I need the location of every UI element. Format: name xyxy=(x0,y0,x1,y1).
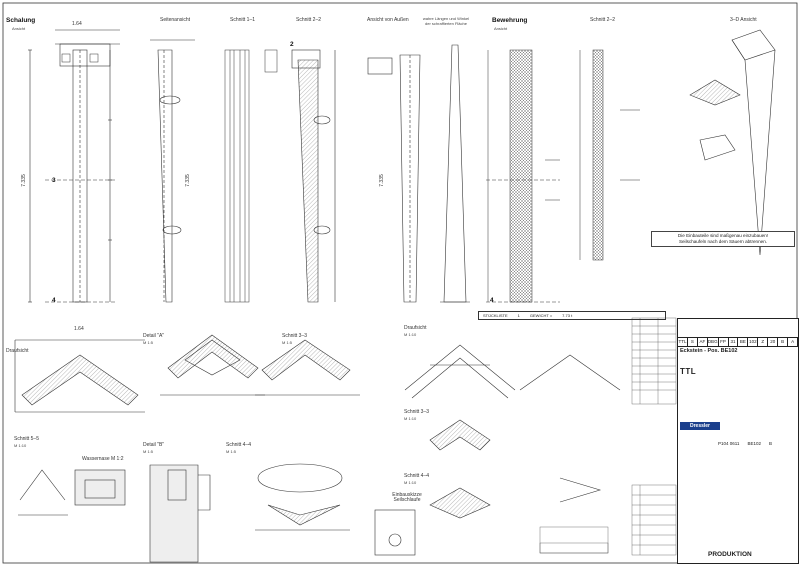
cell: BE xyxy=(738,338,749,346)
schnitt-1-1-view xyxy=(224,49,278,303)
schalung-heading: Schalung xyxy=(6,17,36,24)
company-logo: Dressler xyxy=(680,422,720,430)
detail-b-view xyxy=(149,464,211,563)
stueckliste-bar: STÜCKLISTE 1 GEWICHT = 7.73 t xyxy=(478,311,666,320)
detail-b-label: Detail "B" xyxy=(143,442,165,448)
pos-table xyxy=(539,317,677,556)
dim-164-top: 1.64 xyxy=(72,21,82,27)
schnitt-4-4-view xyxy=(255,463,350,531)
schnitt-3-3-right-label: Schnitt 3–3 xyxy=(404,409,430,415)
draufsicht-right-scale: M 1:10 xyxy=(404,332,417,337)
plan-number: P104 0611 xyxy=(718,441,740,446)
cell: Z xyxy=(758,338,769,346)
installation-note-line2: Seilschaufeln nach dem Säuern abtrennen. xyxy=(678,239,768,244)
schnitt-4-4-label: Schnitt 4–4 xyxy=(226,442,252,448)
ansicht-aussen-view xyxy=(367,54,421,303)
3d-view xyxy=(689,29,776,256)
wahre-laengen-view xyxy=(440,44,470,303)
schalung-ansicht-label: Ansicht xyxy=(12,26,26,31)
bewehrung-heading: Bewehrung xyxy=(492,17,528,24)
schnitt-4-4-scale: M 1:5 xyxy=(226,449,237,454)
produktion-stamp: PRODUKTION xyxy=(708,551,752,558)
schnitt-5-5-view xyxy=(18,469,126,516)
schnitt-3-3-scale: M 1:5 xyxy=(282,340,293,345)
schnitt-2-2-view xyxy=(291,49,336,303)
dim-164-draufsicht: 1.64 xyxy=(74,326,84,332)
schnitt-2-2-rebar-view xyxy=(579,49,640,261)
draufsicht-right-label: Draufsicht xyxy=(404,325,427,331)
schnitt-5-5-label: Schnitt 5–5 xyxy=(14,436,40,442)
schnitt-2-2-heading: Schnitt 2–2 xyxy=(296,17,322,23)
schalung-top-detail xyxy=(55,29,120,63)
revision-index: B xyxy=(768,441,772,446)
wassernase-label: Wassernase M 1:2 xyxy=(82,456,124,462)
company-name: TTL xyxy=(680,367,697,376)
draufsicht-right-view xyxy=(404,344,621,399)
detail-a-view xyxy=(160,334,265,396)
stueckliste-label: STÜCKLISTE xyxy=(483,313,508,318)
cell: 20 xyxy=(768,338,779,346)
schnitt-2-2-right-heading: Schnitt 2–2 xyxy=(590,17,616,23)
schalung-elevation xyxy=(28,43,120,303)
seitenansicht-heading: Seitenansicht xyxy=(160,17,191,23)
ansicht-aussen-heading: Ansicht von Außen xyxy=(367,17,409,23)
wahre-laengen-heading: wahre Längen und Winkel der schraffierte… xyxy=(422,16,470,26)
plan-numbers: P104 0611 BE102 B xyxy=(718,441,772,446)
dim-7335-left: 7.335 xyxy=(20,174,27,187)
stueckliste-count: 1 xyxy=(517,313,520,318)
drawing-number-cells: TTL S AF DBG FP 31 BE 102 Z 20 B A xyxy=(678,337,799,347)
cell: B xyxy=(778,338,789,346)
detail-a-scale: M 1:5 xyxy=(143,340,154,345)
section-marker-2: 2 xyxy=(290,41,294,48)
einbauskizze-view xyxy=(374,509,416,556)
schnitt-3-3-right-scale: M 1:10 xyxy=(404,416,417,421)
cell: A xyxy=(788,338,799,346)
position-number: BE102 xyxy=(747,441,761,446)
bewehrung-view xyxy=(486,49,560,303)
seitenansicht-view xyxy=(150,39,195,303)
cell: S xyxy=(688,338,698,346)
dim-7335-mid: 7.335 xyxy=(184,174,191,187)
cell: TTL xyxy=(678,338,688,346)
bewehrung-ansicht-label: Ansicht xyxy=(494,26,508,31)
cell: DBG xyxy=(707,338,719,346)
schnitt-right-views xyxy=(429,419,602,519)
draufsicht-left-view xyxy=(14,339,145,413)
schnitt-5-5-scale: M 1:10 xyxy=(14,443,27,448)
installation-note: Die Einbauteile sind maßgenau einzubauen… xyxy=(651,231,795,247)
schnitt-4-4-right-scale: M 1:10 xyxy=(404,480,417,485)
section-marker-4-right: 4 xyxy=(490,297,494,304)
cell: AF xyxy=(698,338,708,346)
detail-a-label: Detail "A" xyxy=(143,333,165,339)
schnitt-4-4-right-label: Schnitt 4–4 xyxy=(404,473,430,479)
schnitt-1-1-heading: Schnitt 1–1 xyxy=(230,17,256,23)
dim-7335-right: 7.335 xyxy=(378,174,385,187)
gewicht-value: 7.73 t xyxy=(562,313,573,318)
schnitt-3-3-view xyxy=(255,339,360,396)
einbauskizze-label: Einbauskizze Seilschlaufe xyxy=(392,492,422,503)
cell: 102 xyxy=(749,338,759,346)
draufsicht-label: Draufsicht xyxy=(6,348,29,354)
section-marker-4: 4 xyxy=(52,297,56,304)
title-block: TTL S AF DBG FP 31 BE 102 Z 20 B A Eckst… xyxy=(677,318,799,564)
cell: 31 xyxy=(729,338,739,346)
gewicht-label: GEWICHT = xyxy=(529,313,553,318)
3d-ansicht-heading: 3–D Ansicht xyxy=(730,17,757,23)
cell: FP xyxy=(719,338,729,346)
detail-b-scale: M 1:5 xyxy=(143,449,154,454)
section-marker-3: 3 xyxy=(52,177,56,184)
schnitt-3-3-label: Schnitt 3–3 xyxy=(282,333,308,339)
element-reference: Eckstein - Pos. BE102 xyxy=(680,348,738,354)
installation-note-line1: Die Einbauteile sind maßgenau einzubauen… xyxy=(677,233,769,238)
